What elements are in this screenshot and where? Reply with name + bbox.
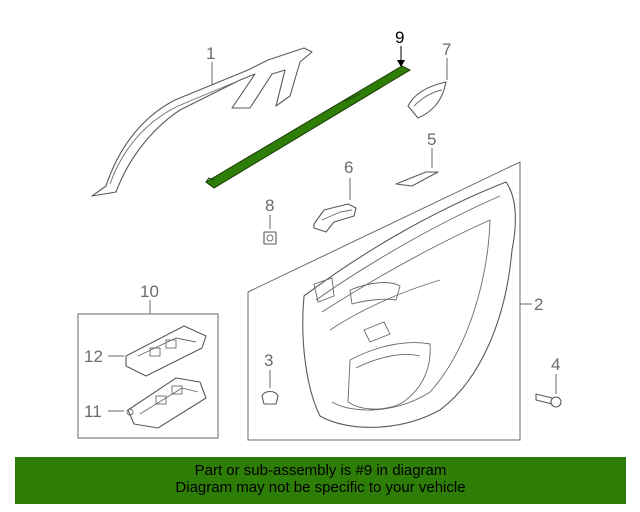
callout-9: 9 [395,28,404,47]
callout-5: 5 [427,130,436,149]
info-banner: Part or sub-assembly is #9 in diagram Di… [15,457,626,504]
banner-line-2: Diagram may not be specific to your vehi… [175,479,466,496]
part-9-belt-weatherstrip[interactable] [205,46,412,189]
part-7-corner-cover [407,58,448,119]
callout-8: 8 [265,196,274,215]
part-11-switch-unit [108,377,207,429]
part-12-switch-bezel [108,325,207,377]
part-3-push-clip [261,370,279,405]
part-8-clip [263,215,277,245]
part-5-trim-piece [395,148,439,187]
parts-diagram: 1 9 7 5 6 8 [77,28,562,441]
part-6-inside-handle [313,178,357,233]
callout-11: 11 [84,402,102,421]
callout-1: 1 [206,44,215,63]
part-10-power-window-switch-assembly [77,300,219,439]
callout-3: 3 [264,351,273,370]
part-1-frame-molding [91,47,313,197]
callout-6: 6 [344,158,353,177]
part-4-screw [535,374,562,408]
callout-2: 2 [534,295,543,314]
callout-7: 7 [442,40,451,59]
callout-10: 10 [140,282,159,301]
part-2-door-trim-assembly [247,161,532,441]
callout-12: 12 [84,347,103,366]
callout-4: 4 [551,355,560,374]
banner-line-1: Part or sub-assembly is #9 in diagram [194,462,447,479]
